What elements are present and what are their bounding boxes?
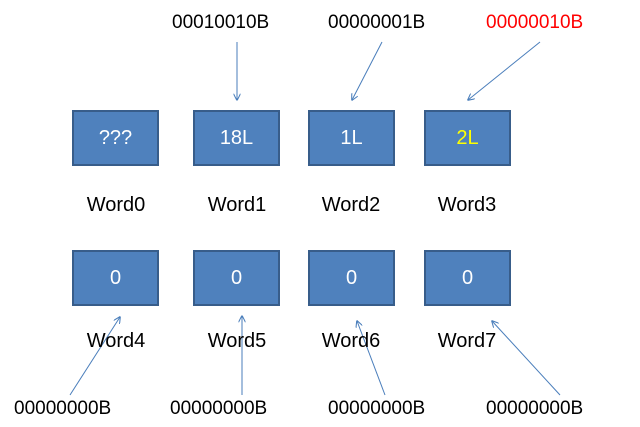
word7-label: Word7 [437,330,497,352]
arrow-word6 [357,321,386,396]
arrow-word2 [352,41,383,100]
word7-box: 0 [424,250,511,306]
word6-label: Word6 [321,330,381,352]
word3-label: Word3 [437,194,497,216]
binary-word2: 00000001B [328,12,426,33]
arrow-word4 [69,317,120,396]
binary-word3: 00000010B [486,12,584,33]
word4-box: 0 [72,250,159,306]
word5-label: Word5 [207,330,267,352]
arrow-word3 [468,41,541,100]
word3-box: 2L [424,110,511,166]
word0-box: ??? [72,110,159,166]
binary-word7: 00000000B [486,398,584,419]
word4-label: Word4 [86,330,146,352]
arrow-word7 [492,321,561,396]
binary-word4: 00000000B [14,398,112,419]
word5-box: 0 [193,250,280,306]
word2-box: 1L [308,110,395,166]
word0-label: Word0 [86,194,146,216]
word1-box: 18L [193,110,280,166]
word2-label: Word2 [321,194,381,216]
word1-label: Word1 [207,194,267,216]
binary-word1: 00010010B [172,12,270,33]
binary-word5: 00000000B [170,398,268,419]
binary-word6: 00000000B [328,398,426,419]
word6-box: 0 [308,250,395,306]
